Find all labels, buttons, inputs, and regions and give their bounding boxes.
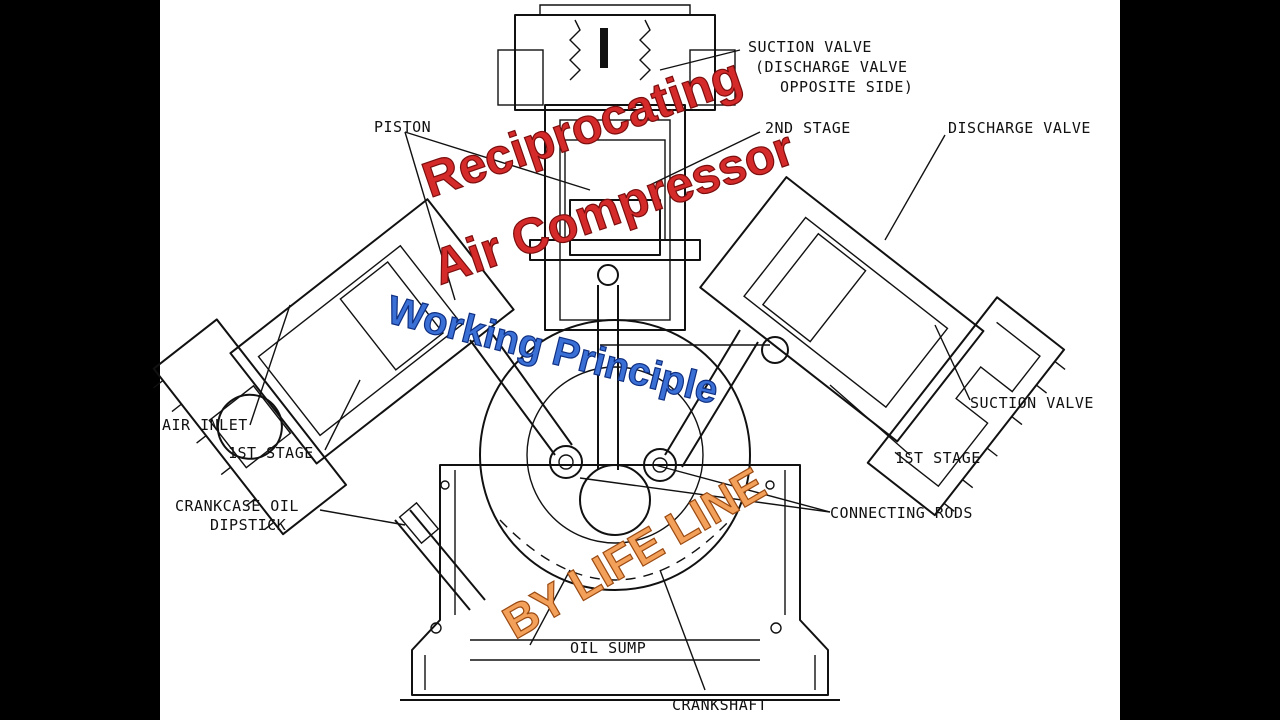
part-labels: SUCTION VALVE (DISCHARGE VALVE OPPOSITE … [162,38,1094,714]
left-first-stage-cylinder [152,198,515,536]
label-suction-valve-right: SUCTION VALVE [970,394,1094,412]
label-discharge-valve: DISCHARGE VALVE [948,119,1091,137]
label-discharge-valve-note-1: (DISCHARGE VALVE [755,58,908,76]
label-crankcase-oil: CRANKCASE OIL [175,497,299,515]
label-suction-valve-top: SUCTION VALVE [748,38,872,56]
left-letterbox [0,0,160,720]
label-piston: PISTON [374,118,431,136]
label-first-stage-right: 1ST STAGE [895,449,981,467]
label-air-inlet: AIR INLET [162,416,248,434]
dipstick [394,501,486,611]
label-oil-sump: OIL SUMP [570,639,646,657]
label-crankshaft: CRANKSHAFT [672,696,767,714]
label-discharge-valve-note-2: OPPOSITE SIDE) [780,78,913,96]
label-dipstick: DIPSTICK [210,516,286,534]
leader-lines [249,49,971,691]
label-connecting-rods: CONNECTING RODS [830,504,973,522]
compressor-drawing [152,4,1066,701]
right-connecting-rod [664,329,759,468]
right-first-stage-cylinder [699,176,1066,517]
left-connecting-rod [469,327,573,456]
label-first-stage-left: 1ST STAGE [228,444,314,462]
label-second-stage: 2ND STAGE [765,119,851,137]
crankcase-base [400,319,840,701]
right-letterbox [1120,0,1280,720]
second-stage-cylinder [497,4,736,470]
